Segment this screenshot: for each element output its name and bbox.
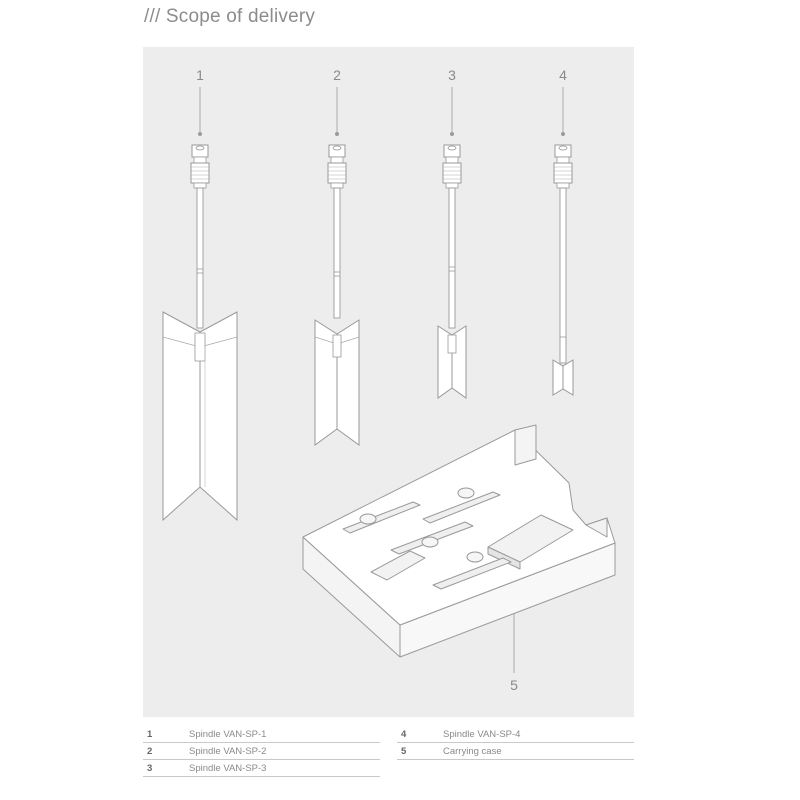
legend-right: 4 Spindle VAN-SP-4 5 Carrying case: [397, 726, 634, 760]
callout-2: 2: [333, 67, 341, 83]
callout-3: 3: [448, 67, 456, 83]
legend-left: 1 Spindle VAN-SP-1 2 Spindle VAN-SP-2 3 …: [143, 726, 380, 777]
legend-label: Spindle VAN-SP-3: [189, 763, 267, 774]
legend-label: Spindle VAN-SP-1: [189, 729, 267, 740]
spindle-1-drawing: [162, 144, 238, 522]
legend-row: 1 Spindle VAN-SP-1: [143, 726, 380, 743]
legend-row: 5 Carrying case: [397, 743, 634, 760]
spindle-3-drawing: [437, 144, 467, 399]
callout-4: 4: [559, 67, 567, 83]
callout-1: 1: [196, 67, 204, 83]
legend-row: 4 Spindle VAN-SP-4: [397, 726, 634, 743]
delivery-illustration: [162, 87, 616, 673]
spindle-2-drawing: [314, 144, 360, 446]
legend-number: 4: [401, 729, 407, 740]
spindle-4-drawing: [552, 144, 574, 396]
legend-number: 5: [401, 746, 407, 757]
callout-5: 5: [510, 677, 518, 693]
illustration-panel: 1 2 3 4 5: [143, 47, 634, 717]
legend-number: 1: [147, 729, 153, 740]
page-title: /// Scope of delivery: [144, 6, 316, 27]
legend-row: 3 Spindle VAN-SP-3: [143, 760, 380, 777]
legend-label: Carrying case: [443, 746, 502, 757]
legend-label: Spindle VAN-SP-2: [189, 746, 267, 757]
legend-label: Spindle VAN-SP-4: [443, 729, 521, 740]
legend-row: 2 Spindle VAN-SP-2: [143, 743, 380, 760]
legend-number: 3: [147, 763, 153, 774]
legend-number: 2: [147, 746, 153, 757]
carrying-case-drawing: [302, 424, 616, 658]
